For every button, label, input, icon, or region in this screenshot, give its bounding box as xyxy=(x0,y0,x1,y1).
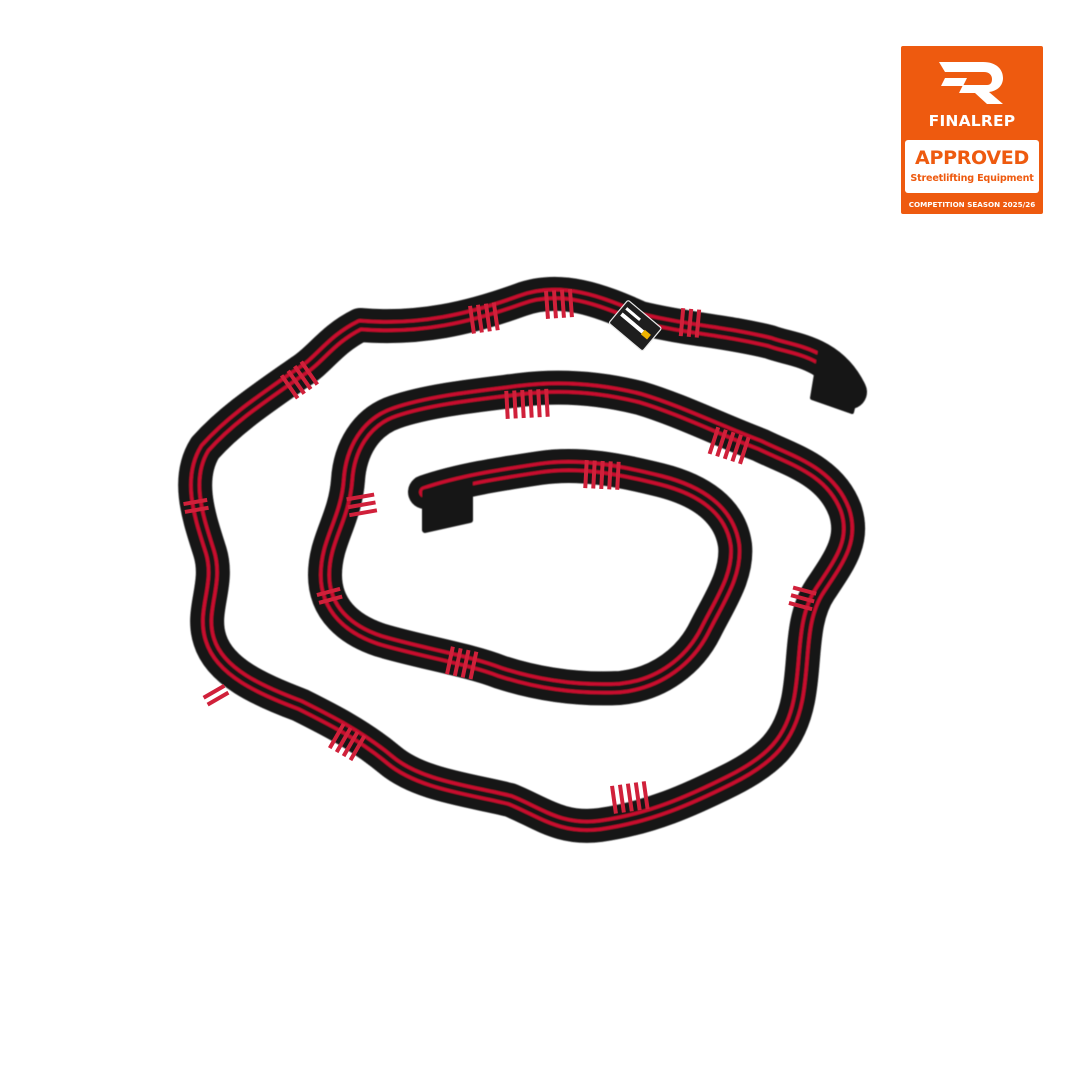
badge-approved-text: APPROVED xyxy=(915,147,1029,169)
finalrep-r-logo-icon xyxy=(939,62,1003,104)
brand-label-tag xyxy=(608,300,662,352)
badge-brand-name: FINALREP xyxy=(928,112,1016,130)
bartack-stitches xyxy=(183,289,817,814)
badge-approval-panel: APPROVED Streetlifting Equipment xyxy=(905,140,1039,193)
badge-season: COMPETITION SEASON 2025/26 xyxy=(908,200,1036,209)
finalrep-approved-badge: FINALREP APPROVED Streetlifting Equipmen… xyxy=(901,46,1043,214)
badge-subtitle: Streetlifting Equipment xyxy=(910,173,1034,184)
